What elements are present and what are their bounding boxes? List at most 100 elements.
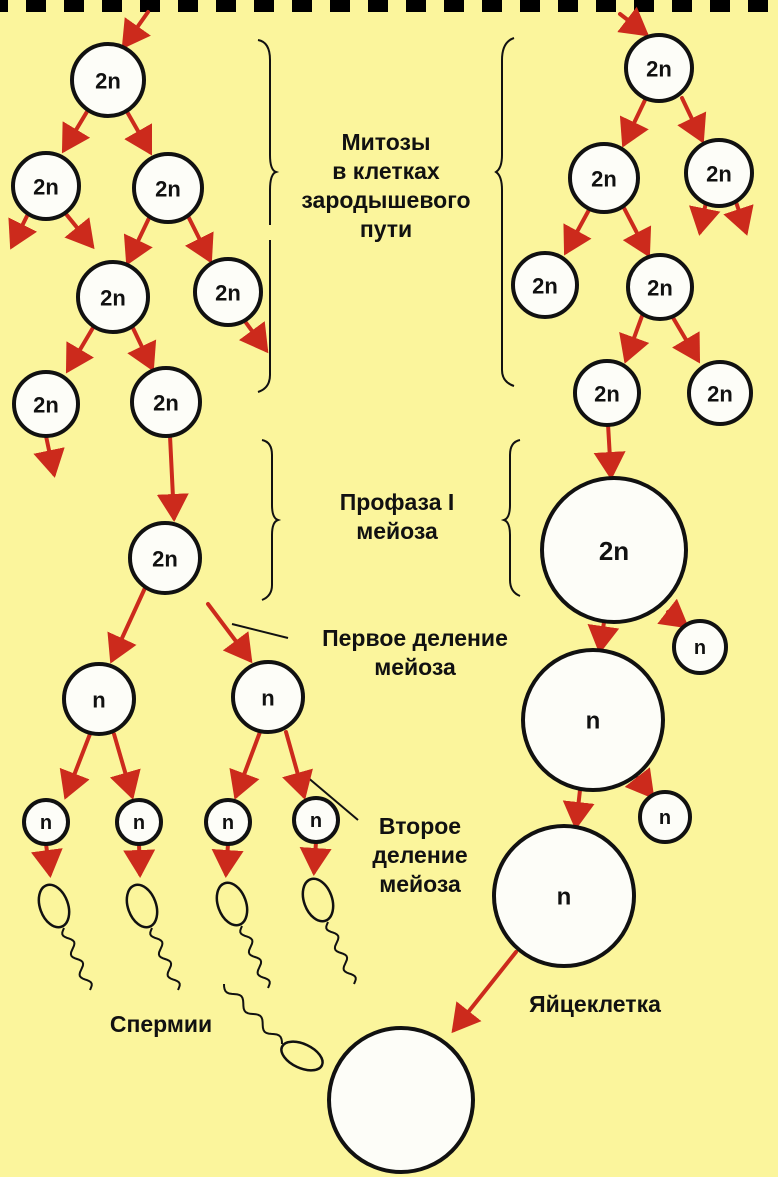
cell-ploidy-label: 2n xyxy=(707,382,733,407)
cell-body xyxy=(62,662,136,736)
cell-ploidy-label: 2n xyxy=(33,393,59,418)
cell-ploidy-label: n xyxy=(92,688,105,713)
border-stripe xyxy=(160,0,178,12)
cell-body xyxy=(193,257,263,327)
spermatozoon xyxy=(301,877,357,985)
diploid-cell: 2n xyxy=(626,253,694,321)
division-arrow xyxy=(624,767,655,800)
division-arrow xyxy=(593,422,626,480)
border-stripe xyxy=(768,0,778,12)
cell-body xyxy=(327,1026,475,1174)
fertilizing-spermatozoon xyxy=(223,983,324,1072)
bracket-mitosis-left-lower xyxy=(257,240,271,393)
leader-meiosis1 xyxy=(231,623,289,639)
division-arrow xyxy=(8,212,38,250)
arrow-line xyxy=(61,108,91,154)
sperm-head xyxy=(37,883,71,929)
sperm-head xyxy=(280,1040,324,1072)
diploid-cell: 2n xyxy=(11,151,81,221)
border-stripe xyxy=(388,0,406,12)
cell-body xyxy=(231,660,305,734)
sperm-head xyxy=(125,883,159,929)
leader-meiosis2 xyxy=(305,775,359,821)
cell-ploidy-label: n xyxy=(133,812,145,834)
division-arrows xyxy=(8,6,754,1034)
spermatozoon xyxy=(37,883,93,991)
haploid-cell: n xyxy=(672,619,728,675)
diploid-cell: 2n xyxy=(573,359,641,427)
division-arrow xyxy=(562,788,595,830)
cell-body xyxy=(687,360,753,426)
division-arrow xyxy=(107,586,147,664)
haploid-cell: n xyxy=(292,796,340,844)
division-arrow xyxy=(61,108,91,154)
division-arrow xyxy=(64,212,95,250)
division-arrow xyxy=(299,840,332,876)
border-stripe xyxy=(46,0,64,12)
cell-ploidy-label: 2n xyxy=(155,177,181,202)
division-arrow xyxy=(156,434,189,522)
cell-ploidy-label: n xyxy=(586,708,601,735)
arrow-line xyxy=(107,586,147,664)
arrow-line xyxy=(30,842,63,878)
diploid-cell: 2n xyxy=(511,251,579,319)
division-arrow xyxy=(124,108,152,156)
division-arrow xyxy=(670,314,701,364)
diploid-cell: 2n xyxy=(568,142,640,214)
arrow-line xyxy=(211,842,244,878)
division-arrow xyxy=(617,6,650,37)
division-arrow xyxy=(121,10,151,50)
cell-body xyxy=(204,798,252,846)
division-arrow xyxy=(123,214,153,266)
arrow-line xyxy=(622,206,652,258)
cell-body xyxy=(573,359,641,427)
arrow-line xyxy=(123,842,156,878)
division-arrow xyxy=(109,732,141,800)
arrow-line xyxy=(109,732,141,800)
division-arrow xyxy=(677,96,707,144)
haploid-cell: n xyxy=(204,798,252,846)
diploid-cell: 2n xyxy=(70,42,146,118)
cell-ploidy-label: 2n xyxy=(646,57,672,82)
cell-body xyxy=(568,142,640,214)
border-stripe xyxy=(540,0,558,12)
division-arrow xyxy=(723,200,754,236)
diploid-cell: 2n xyxy=(12,370,80,438)
diploid-cell: 2n xyxy=(76,260,150,334)
sperm-layer xyxy=(37,877,357,1072)
border-stripe xyxy=(84,0,102,12)
arrow-line xyxy=(65,324,96,374)
arrow-line xyxy=(64,212,95,250)
division-arrow xyxy=(127,324,157,372)
sperm-tail xyxy=(239,925,271,989)
cell-ploidy-label: n xyxy=(694,637,706,659)
diploid-cell: 2n xyxy=(128,521,202,595)
arrow-line xyxy=(206,602,253,664)
arrow-line xyxy=(657,598,690,629)
division-arrow xyxy=(229,730,262,800)
division-arrow xyxy=(65,324,96,374)
arrow-line xyxy=(562,788,595,830)
arrow-line xyxy=(124,108,152,156)
division-arrow xyxy=(622,206,652,258)
cell-body xyxy=(12,370,80,438)
division-arrow xyxy=(123,842,156,878)
cell-body xyxy=(292,796,340,844)
arrow-line xyxy=(670,314,701,364)
arrow-line xyxy=(156,434,189,522)
cell-ploidy-label: n xyxy=(222,812,234,834)
division-arrow xyxy=(619,314,650,364)
border-stripe xyxy=(350,0,368,12)
cell-ploidy-label: 2n xyxy=(591,167,617,192)
border-stripe xyxy=(578,0,596,12)
cell-body xyxy=(638,790,692,844)
arrow-line xyxy=(127,324,157,372)
border-stripe xyxy=(692,0,710,12)
cell-ploidy-label: 2n xyxy=(599,536,629,566)
arrow-line xyxy=(123,214,153,266)
division-arrow xyxy=(238,318,269,354)
haploid-cell: n xyxy=(22,798,70,846)
cell-ploidy-label: 2n xyxy=(33,175,59,200)
sperm-head xyxy=(301,877,335,923)
